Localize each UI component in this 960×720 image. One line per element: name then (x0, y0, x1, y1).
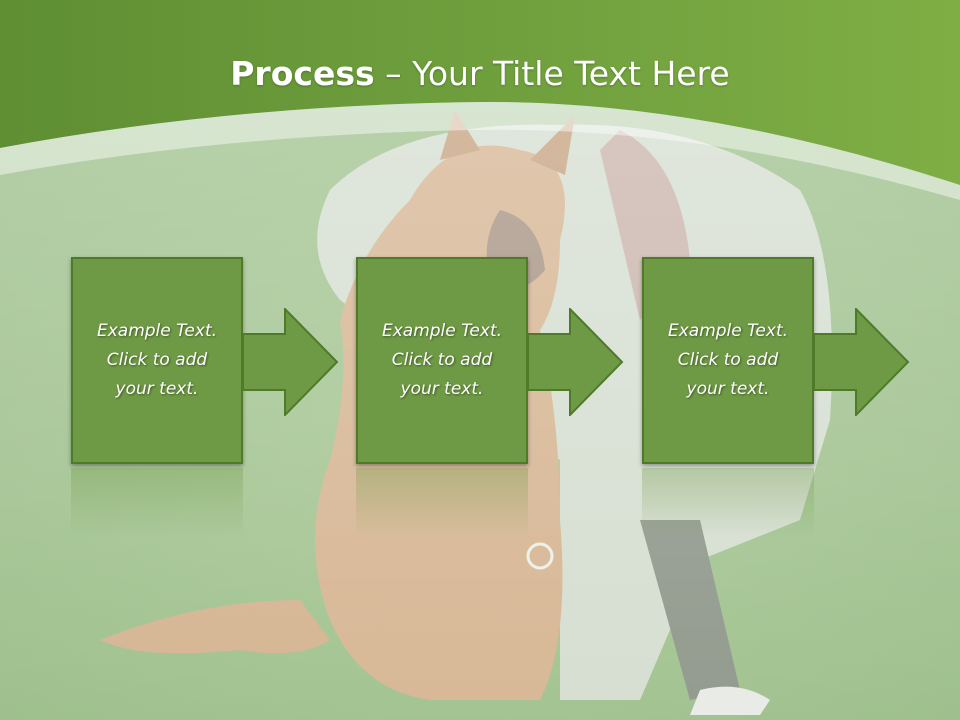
process-step-2[interactable]: Example Text. Click to add your text. (356, 257, 528, 464)
step-3-text: Example Text. Click to add your text. (667, 321, 789, 399)
title-rest: – Your Title Text Here (374, 54, 730, 93)
process-step-1[interactable]: Example Text. Click to add your text. (71, 257, 243, 464)
arrow-right-icon (243, 308, 339, 416)
slide-title: Process – Your Title Text Here (0, 54, 960, 94)
process-step-3[interactable]: Example Text. Click to add your text. (642, 257, 814, 464)
step-1-reflection (71, 468, 243, 538)
step-3-reflection (642, 468, 814, 538)
arrow-right-icon (814, 308, 910, 416)
arrow-right-icon (528, 308, 624, 416)
step-2-text: Example Text. Click to add your text. (381, 321, 503, 399)
step-1-text: Example Text. Click to add your text. (96, 321, 218, 399)
step-2-reflection (356, 468, 528, 538)
title-bold: Process (230, 54, 375, 93)
